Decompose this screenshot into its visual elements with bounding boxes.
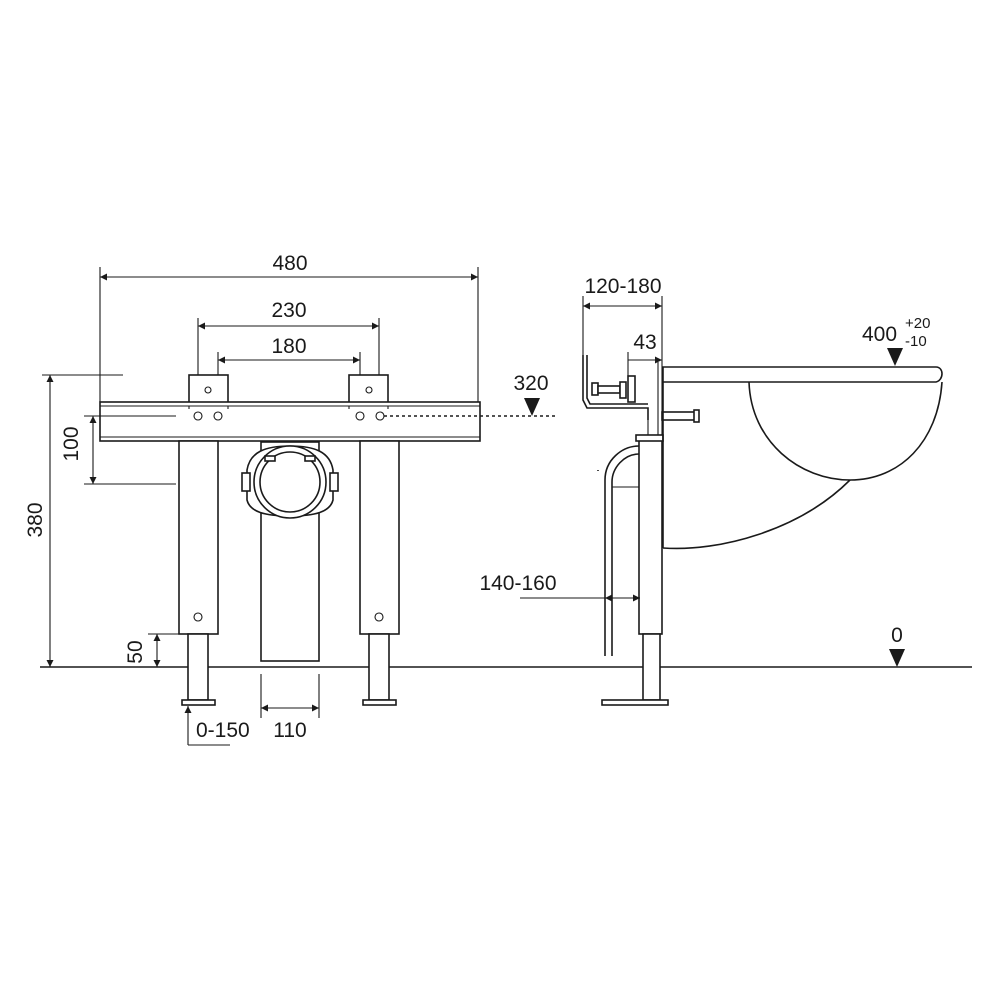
front-view bbox=[99, 374, 556, 706]
side-dimensions: 120-180 43 140-160 400 +20 -10 0 bbox=[479, 275, 930, 667]
front-rail bbox=[99, 401, 481, 442]
wall-bracket bbox=[582, 355, 649, 420]
trap-pipe bbox=[604, 445, 640, 656]
dim-120-180: 120-180 bbox=[584, 275, 661, 298]
level-320: 320 bbox=[513, 372, 548, 395]
foot-left bbox=[187, 633, 209, 701]
basin-height-tol-minus: -10 bbox=[905, 333, 927, 350]
level-marker-320 bbox=[524, 398, 540, 416]
dim-100: 100 bbox=[60, 426, 83, 461]
foot-right bbox=[368, 633, 390, 701]
dim-180: 180 bbox=[271, 335, 306, 358]
basin bbox=[662, 366, 943, 383]
leg-left bbox=[178, 440, 219, 635]
level-marker-0 bbox=[889, 649, 905, 667]
floor-level-0: 0 bbox=[891, 624, 903, 647]
leg-right bbox=[359, 440, 400, 635]
basin-height-tol-plus: +20 bbox=[905, 315, 930, 332]
side-foot bbox=[642, 633, 661, 701]
dim-110: 110 bbox=[273, 719, 306, 742]
front-dimensions: 480 230 180 380 100 50 0-150 110 bbox=[24, 252, 549, 746]
dim-140-160: 140-160 bbox=[479, 572, 556, 595]
dim-43: 43 bbox=[633, 331, 656, 354]
dim-480: 480 bbox=[272, 252, 307, 275]
basin-height-value: 400 bbox=[862, 323, 897, 346]
side-frame bbox=[638, 439, 663, 635]
dim-380: 380 bbox=[24, 502, 47, 537]
dim-50: 50 bbox=[124, 640, 147, 663]
dim-230: 230 bbox=[271, 299, 306, 322]
level-marker-400 bbox=[887, 348, 903, 366]
side-view bbox=[582, 355, 943, 706]
dim-0-150: 0-150 bbox=[196, 719, 250, 742]
